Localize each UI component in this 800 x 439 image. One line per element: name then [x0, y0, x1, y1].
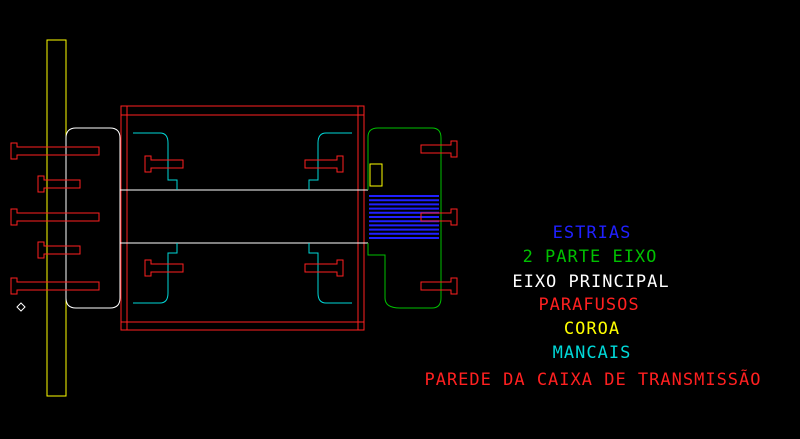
bolt — [144, 259, 184, 277]
bolt — [10, 277, 100, 295]
legend: ESTRIAS 2 PARTE EIXO EIXO PRINCIPAL PARA… — [424, 223, 761, 390]
secondary-shaft — [367, 127, 442, 309]
legend-bearings: MANCAIS — [553, 343, 632, 363]
bolt — [420, 277, 458, 295]
bolt — [144, 155, 184, 173]
main-shaft — [65, 127, 368, 309]
bolt — [420, 208, 458, 226]
marker-symbol — [16, 302, 26, 312]
legend-crown: COROA — [564, 319, 620, 339]
bolt — [37, 175, 81, 193]
legend-bolts: PARAFUSOS — [538, 295, 639, 315]
legend-secondary-shaft: 2 PARTE EIXO — [523, 247, 658, 267]
legend-splines: ESTRIAS — [553, 223, 632, 243]
key-notch — [369, 163, 383, 187]
bolts — [10, 140, 458, 295]
bolt — [37, 241, 81, 259]
bolt — [10, 208, 100, 226]
bolt — [304, 259, 344, 277]
bolt — [10, 142, 100, 160]
bolt — [304, 155, 344, 173]
legend-housing-wall: PAREDE DA CAIXA DE TRANSMISSÃO — [424, 368, 761, 390]
legend-main-shaft: EIXO PRINCIPAL — [512, 272, 669, 292]
bolt — [420, 140, 458, 158]
